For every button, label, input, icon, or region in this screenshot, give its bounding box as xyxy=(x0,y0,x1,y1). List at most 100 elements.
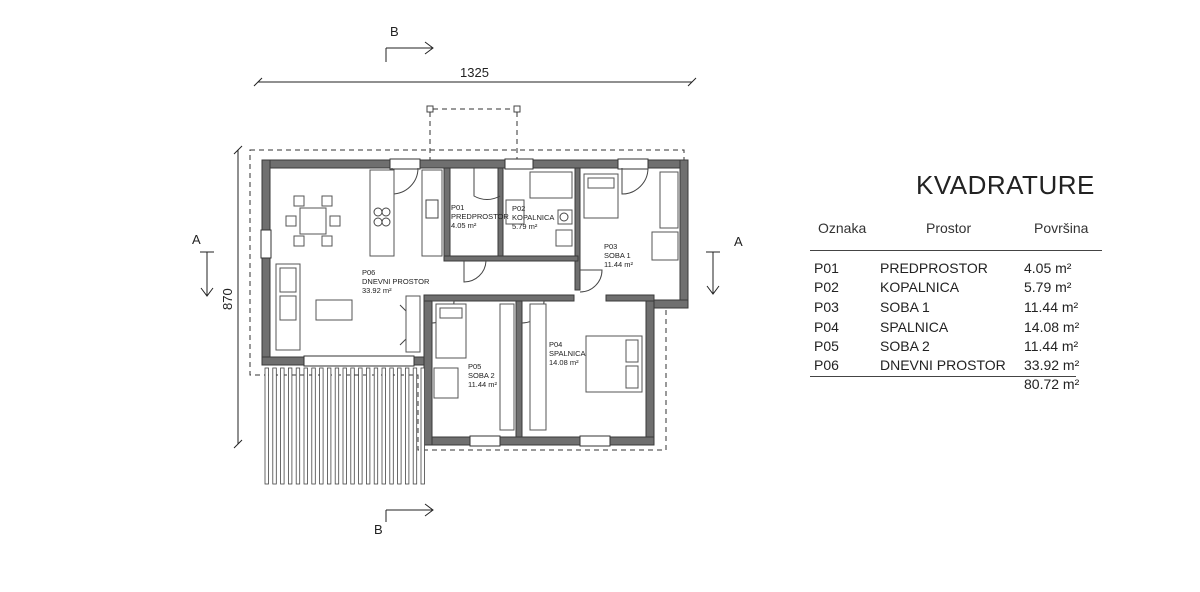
room-label-p05: P05 SOBA 2 11.44 m² xyxy=(468,362,498,389)
legend-row: P06 DNEVNI PROSTOR 33.92 m² xyxy=(810,357,1110,376)
kitchen-counter xyxy=(369,169,443,257)
legend-total: 80.72 m² xyxy=(1024,376,1080,392)
room-name: DNEVNI PROSTOR xyxy=(362,277,430,286)
terrace-slat xyxy=(272,367,277,485)
legend-code: P04 xyxy=(814,319,839,335)
legend-area: 11.44 m² xyxy=(1024,338,1079,354)
legend-row: P02 KOPALNICA 5.79 m² xyxy=(810,279,1110,298)
room-area: 11.44 m² xyxy=(604,260,634,269)
terrace-slat xyxy=(264,367,269,485)
legend-row: P01 PREDPROSTOR 4.05 m² xyxy=(810,260,1110,279)
entrance-canopy xyxy=(426,105,521,160)
room-name: SPALNICA xyxy=(549,349,586,358)
section-marker-a-left: A xyxy=(192,232,214,297)
interior-walls xyxy=(423,167,655,438)
section-marker-b-bottom: B xyxy=(374,503,434,537)
legend-header-code: Oznaka xyxy=(818,220,867,236)
windows xyxy=(260,158,649,447)
room-area: 5.79 m² xyxy=(512,222,538,231)
legend-code: P01 xyxy=(814,260,839,276)
room-name: SOBA 2 xyxy=(468,371,495,380)
legend-space: SOBA 2 xyxy=(880,338,930,354)
terrace-slat xyxy=(420,367,425,485)
legend-total-divider xyxy=(810,376,1076,377)
legend-area: 5.79 m² xyxy=(1024,279,1072,295)
terrace-slat xyxy=(319,367,324,485)
legend-row: P03 SOBA 1 11.44 m² xyxy=(810,299,1110,318)
terrace-slat xyxy=(303,367,308,485)
room-label-p06: P06 DNEVNI PROSTOR 33.92 m² xyxy=(362,268,430,295)
terrace-slat xyxy=(389,367,394,485)
legend-space: PREDPROSTOR xyxy=(880,260,988,276)
room-soba2-furniture xyxy=(433,303,515,431)
legend-code: P05 xyxy=(814,338,839,354)
room-label-p01: P01 PREDPROSTOR 4.05 m² xyxy=(451,203,509,230)
room-area: 11.44 m² xyxy=(468,380,498,389)
legend-area: 11.44 m² xyxy=(1024,299,1079,315)
section-b-top-label: B xyxy=(390,24,399,39)
legend-code: P02 xyxy=(814,279,839,295)
section-a-right-label: A xyxy=(734,234,743,249)
legend-header-area: Površina xyxy=(1034,220,1089,236)
terrace-slat xyxy=(358,367,363,485)
room-code: P03 xyxy=(604,242,617,251)
section-a-left-label: A xyxy=(192,232,201,247)
room-code: P04 xyxy=(549,340,562,349)
legend-area: 14.08 m² xyxy=(1024,319,1080,335)
legend-title: KVADRATURE xyxy=(916,170,1095,200)
legend-header-divider xyxy=(810,250,1102,251)
terrace-slat xyxy=(373,367,379,485)
room-soba1-furniture xyxy=(583,171,679,261)
terrace-slat xyxy=(404,367,410,485)
room-area: 4.05 m² xyxy=(451,221,477,230)
terrace-slat xyxy=(295,367,301,485)
room-name: KOPALNICA xyxy=(512,213,554,222)
terrace-slat xyxy=(365,367,371,485)
room-name: SOBA 1 xyxy=(604,251,631,260)
legend-header-space: Prostor xyxy=(926,220,972,236)
legend-space: KOPALNICA xyxy=(880,279,960,295)
living-sofa xyxy=(275,263,421,353)
room-code: P02 xyxy=(512,204,525,213)
terrace-slat xyxy=(342,367,347,485)
terrace-slat xyxy=(334,367,340,485)
room-code: P06 xyxy=(362,268,375,277)
terrace-slat xyxy=(287,367,293,485)
dimension-height-label: 870 xyxy=(220,288,235,310)
legend-space: SPALNICA xyxy=(880,319,949,335)
terrace-slat xyxy=(350,367,355,485)
room-name: PREDPROSTOR xyxy=(451,212,509,221)
terrace-slat xyxy=(397,367,402,485)
bathroom-fixtures xyxy=(505,171,573,247)
legend-space: DNEVNI PROSTOR xyxy=(880,357,1006,373)
terrace-slat xyxy=(280,367,285,485)
dimension-width: 1325 xyxy=(253,65,697,87)
room-label-p03: P03 SOBA 1 11.44 m² xyxy=(604,242,634,269)
room-area: 33.92 m² xyxy=(362,286,392,295)
legend-area: 4.05 m² xyxy=(1024,260,1072,276)
legend-area: 33.92 m² xyxy=(1024,357,1080,373)
section-marker-b-top: B xyxy=(385,24,434,62)
room-label-p04: P04 SPALNICA 14.08 m² xyxy=(549,340,586,367)
dining-table xyxy=(285,195,341,247)
section-b-bottom-label: B xyxy=(374,522,383,537)
terrace-deck xyxy=(264,367,425,485)
legend-row: P04 SPALNICA 14.08 m² xyxy=(810,319,1110,338)
room-label-p02: P02 KOPALNICA 5.79 m² xyxy=(512,204,554,231)
roof-outline xyxy=(249,149,685,451)
legend-space: SOBA 1 xyxy=(880,299,930,315)
dimension-width-label: 1325 xyxy=(460,65,489,80)
room-code: P05 xyxy=(468,362,481,371)
legend-code: P03 xyxy=(814,299,839,315)
room-spalnica-furniture xyxy=(529,303,643,431)
terrace-slat xyxy=(326,367,332,485)
terrace-slat xyxy=(412,367,418,485)
terrace-slat xyxy=(311,367,316,485)
terrace-slat xyxy=(381,367,386,485)
legend-code: P06 xyxy=(814,357,839,373)
room-code: P01 xyxy=(451,203,464,212)
room-area: 14.08 m² xyxy=(549,358,579,367)
dimension-height: 870 xyxy=(220,145,243,449)
section-marker-a-right: A xyxy=(706,234,743,295)
